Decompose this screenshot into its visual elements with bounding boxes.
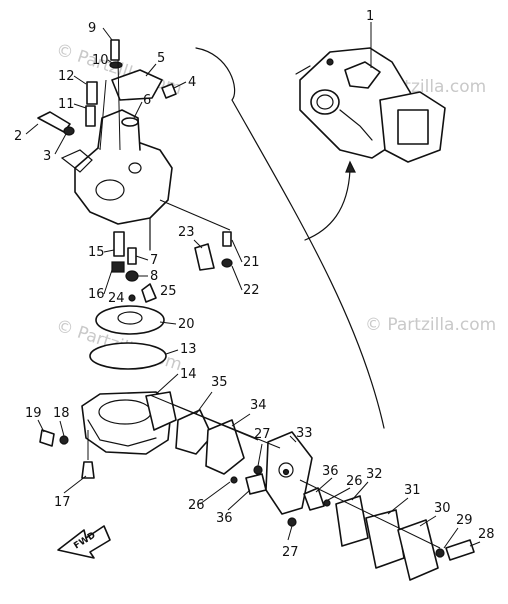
callout-28: 28	[478, 527, 495, 542]
callout-5: 5	[157, 51, 165, 66]
callout-36-left: 36	[216, 511, 233, 526]
float-bowl-14	[81, 391, 177, 460]
callout-21: 21	[243, 255, 260, 270]
cover-30	[397, 519, 439, 581]
assembly-arrow-line	[304, 169, 351, 241]
gasket-32	[335, 495, 369, 547]
callout-16: 16	[88, 287, 105, 302]
callout-6: 6	[143, 93, 151, 108]
callout-19: 19	[25, 406, 42, 421]
callout-4: 4	[188, 75, 196, 90]
jet-8	[125, 270, 139, 282]
screw-12	[86, 81, 98, 105]
callout-2: 2	[14, 129, 22, 144]
screw-21	[222, 231, 232, 247]
callout-30: 30	[434, 501, 451, 516]
carburetor-assembly	[295, 22, 446, 163]
callout-9: 9	[88, 21, 96, 36]
gasket-18	[59, 435, 69, 445]
leader-lines	[99, 59, 441, 549]
plug-4	[161, 83, 177, 99]
callout-34: 34	[250, 398, 267, 413]
screw-9	[110, 39, 120, 61]
callout-27-bottom: 27	[282, 545, 299, 560]
gasket-6	[121, 117, 139, 127]
assembly-bracket-line	[195, 47, 385, 429]
callout-7: 7	[150, 253, 158, 268]
arrow-head-icon	[345, 160, 356, 173]
screw-2	[37, 111, 71, 133]
screw-26-left	[230, 476, 238, 484]
fitting-36-left	[245, 473, 267, 495]
callout-leaders	[25, 27, 481, 549]
pin-25	[141, 283, 157, 303]
screw-28	[445, 539, 475, 561]
gasket-13	[89, 342, 167, 370]
callout-32: 32	[366, 467, 383, 482]
callout-26-right: 26	[346, 474, 363, 489]
callout-14: 14	[180, 367, 197, 382]
clip-23	[194, 243, 215, 271]
washer-10	[109, 61, 123, 69]
fwd-arrow-icon: FWD	[57, 525, 111, 559]
callout-3: 3	[43, 149, 51, 164]
callout-35: 35	[211, 375, 228, 390]
callout-23: 23	[178, 225, 195, 240]
callout-24: 24	[108, 291, 125, 306]
washer-22	[221, 258, 233, 268]
drain-screw-17	[81, 461, 95, 479]
callout-20: 20	[178, 317, 195, 332]
callout-18: 18	[53, 406, 70, 421]
pump-body-33	[265, 431, 313, 515]
watermark-mid-right: © Partzilla.com	[365, 315, 496, 335]
jet-15	[113, 231, 125, 257]
screw-27-top	[253, 465, 263, 475]
callout-13: 13	[180, 342, 197, 357]
float-20	[95, 305, 165, 335]
callout-25: 25	[160, 284, 177, 299]
spring-11	[85, 105, 96, 127]
callout-31: 31	[404, 483, 421, 498]
callout-10: 10	[92, 53, 109, 68]
callouts: 1 2 3 4 5 6 7 8 9 10 11 12 13 14 15 16 1…	[14, 9, 495, 560]
diaphragm-31	[365, 509, 405, 569]
fitting-36-right	[303, 487, 325, 511]
callout-36-right: 36	[322, 464, 339, 479]
screw-24	[128, 294, 136, 302]
callout-29: 29	[456, 513, 473, 528]
callout-22: 22	[243, 283, 260, 298]
gasket-35	[175, 409, 213, 455]
callout-17: 17	[54, 495, 71, 510]
seat-16	[111, 261, 125, 273]
callout-8: 8	[150, 269, 158, 284]
callout-33: 33	[296, 426, 313, 441]
callout-11: 11	[58, 97, 75, 112]
washer-29	[435, 548, 445, 558]
needle-7	[127, 247, 137, 265]
screw-27-bottom	[287, 517, 297, 527]
carb-body-upper	[60, 109, 173, 251]
callout-1: 1	[366, 9, 374, 24]
callout-12: 12	[58, 69, 75, 84]
screw-26-right	[323, 499, 331, 507]
callout-15: 15	[88, 245, 105, 260]
screw-19	[39, 429, 55, 447]
callout-27-top: 27	[254, 427, 271, 442]
diaphragm-34	[205, 419, 245, 475]
nut-3	[63, 126, 75, 136]
callout-26-left: 26	[188, 498, 205, 513]
